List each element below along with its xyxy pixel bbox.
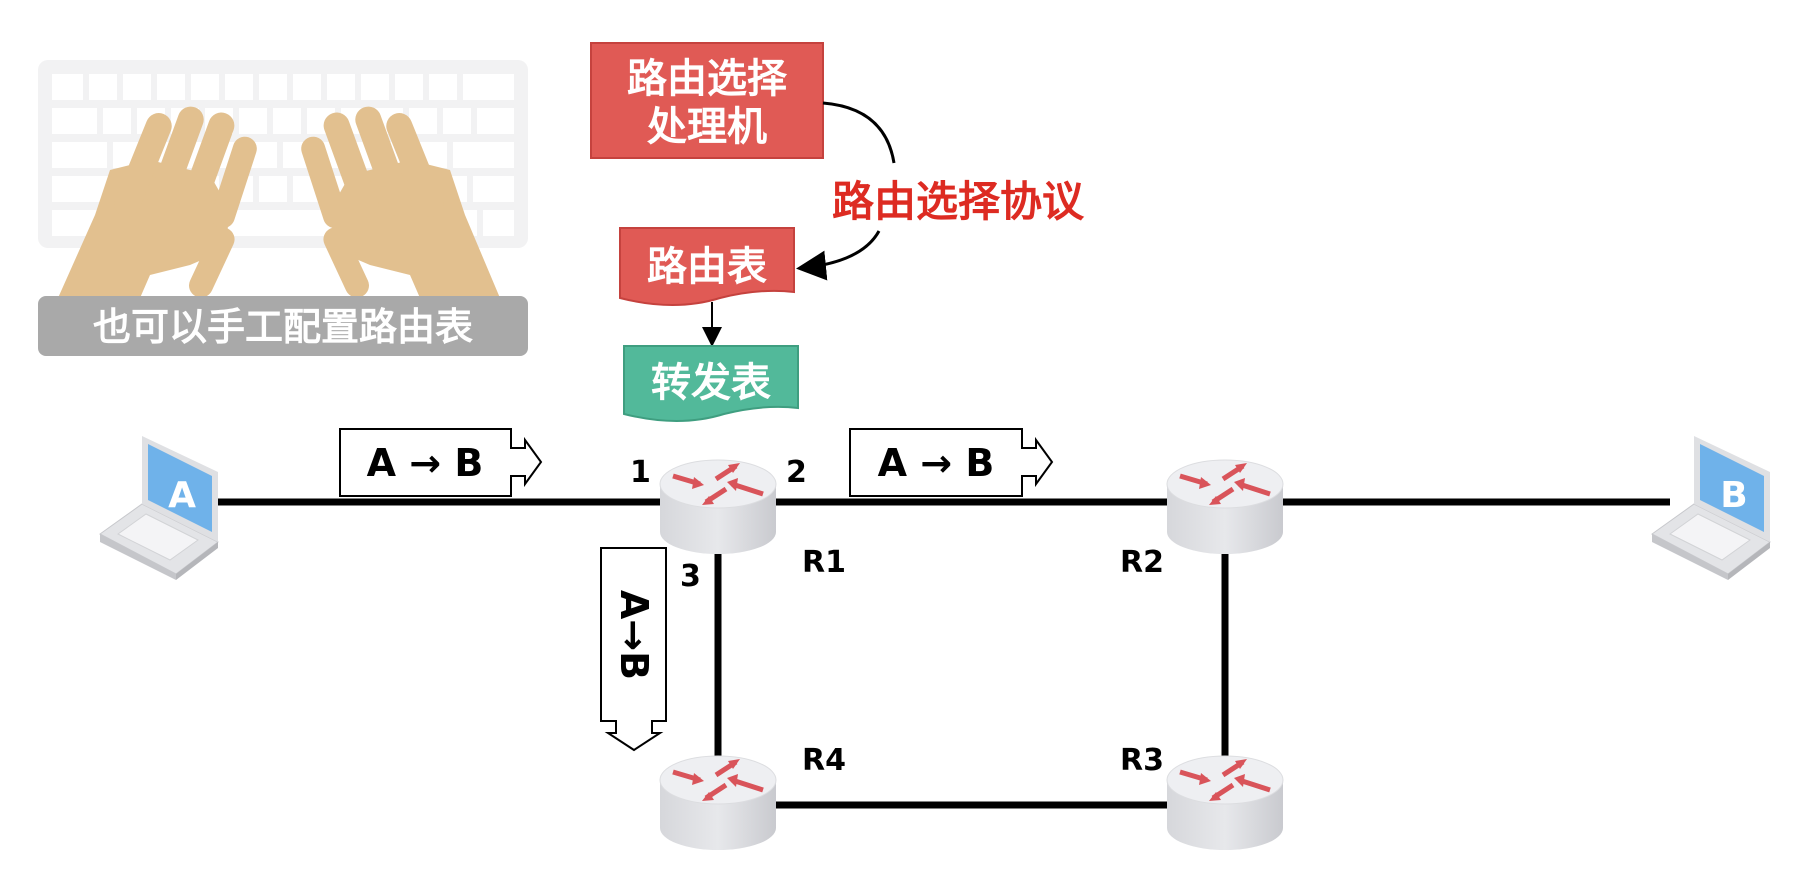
forwarding-table-text: 转发表 bbox=[651, 360, 771, 406]
packet-a-to-b-2: A → B bbox=[849, 428, 1054, 497]
curved-arrow-to-table bbox=[796, 230, 881, 281]
port-1-label: 1 bbox=[630, 455, 651, 490]
port-3-label: 3 bbox=[680, 559, 701, 594]
hands-illustration bbox=[58, 106, 500, 298]
laptop-b-icon[interactable]: B bbox=[1651, 435, 1771, 581]
routing-table-doc: 路由表 bbox=[619, 227, 795, 306]
router-r4-icon[interactable] bbox=[660, 756, 776, 850]
router-r4-label: R4 bbox=[802, 743, 846, 778]
routing-protocol-label: 路由选择协议 bbox=[832, 177, 1085, 226]
host-b-label: B bbox=[1720, 475, 1747, 516]
router-r1-icon[interactable] bbox=[660, 460, 776, 554]
packet-2-label: A → B bbox=[878, 441, 995, 485]
packet-a-to-b-1: A → B bbox=[339, 428, 543, 497]
laptop-a-icon[interactable]: A bbox=[99, 435, 219, 581]
manual-config-text: 也可以手工配置路由表 bbox=[93, 305, 473, 349]
port-2-label: 2 bbox=[786, 455, 807, 490]
manual-config-label: 也可以手工配置路由表 bbox=[38, 296, 528, 356]
host-a-label: A bbox=[168, 475, 196, 516]
router-r2-icon[interactable] bbox=[1167, 460, 1283, 554]
packet-1-label: A → B bbox=[367, 441, 484, 485]
routing-processor-line2: 处理机 bbox=[647, 104, 767, 150]
packet-a-to-b-3: A→B bbox=[600, 547, 667, 752]
curved-connector-top bbox=[822, 101, 896, 164]
router-r2-label: R2 bbox=[1120, 545, 1164, 580]
router-r3-icon[interactable] bbox=[1167, 756, 1283, 850]
routing-table-text: 路由表 bbox=[647, 244, 767, 290]
packet-3-label: A→B bbox=[612, 590, 656, 680]
forwarding-table-doc: 转发表 bbox=[623, 345, 799, 422]
router-r1-label: R1 bbox=[802, 545, 846, 580]
router-r3-label: R3 bbox=[1120, 743, 1164, 778]
network-links bbox=[215, 498, 1670, 809]
routing-processor-line1: 路由选择 bbox=[627, 56, 788, 102]
routing-processor-box: 路由选择 处理机 bbox=[590, 42, 824, 159]
